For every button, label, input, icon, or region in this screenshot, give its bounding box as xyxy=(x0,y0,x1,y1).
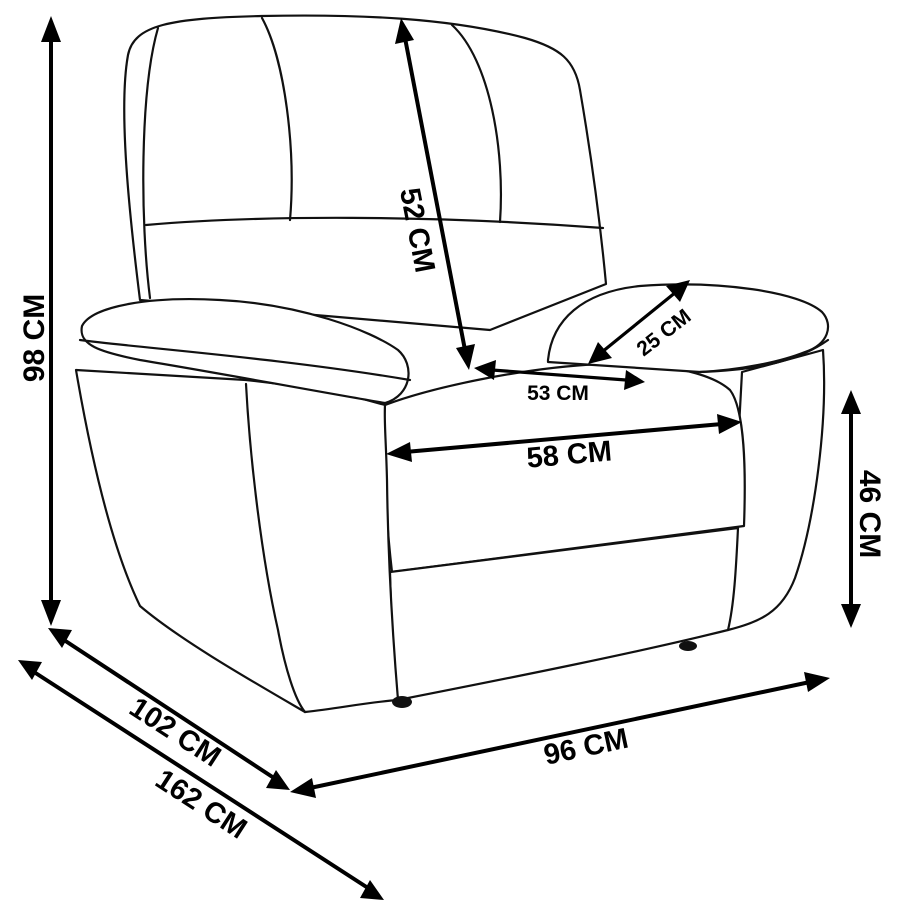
armchair-drawing xyxy=(74,14,830,714)
seat-depth-label: 53 CM xyxy=(527,382,589,405)
left-arm-front-edge xyxy=(244,382,307,714)
backrest-seam-left xyxy=(260,16,293,222)
left-foot xyxy=(392,696,412,708)
armrest-width-arrow xyxy=(588,280,690,364)
width-arrow xyxy=(290,672,830,798)
backrest-height-arrow xyxy=(395,18,475,370)
right-foot xyxy=(679,641,697,651)
seat-cushion xyxy=(382,362,746,574)
depth-arrow xyxy=(48,628,290,790)
seat-depth-arrow xyxy=(474,360,645,390)
dimension-arrows xyxy=(18,16,861,900)
total-height-label: 98 CM xyxy=(18,294,51,382)
backrest-seam-right xyxy=(450,23,503,224)
right-armrest-pad-seam xyxy=(698,338,830,374)
seat-width-arrow xyxy=(386,414,742,462)
seat-height-label: 46 CM xyxy=(853,470,886,558)
width-label: 96 CM xyxy=(541,723,631,772)
backrest xyxy=(123,14,608,332)
right-side-panel xyxy=(726,348,826,632)
left-armrest-pad-seam xyxy=(78,338,412,382)
left-armrest-pad xyxy=(80,298,410,405)
left-arm-body xyxy=(74,368,400,714)
seat-width-label: 58 CM xyxy=(525,435,613,474)
backrest-inner-left xyxy=(142,26,160,300)
right-armrest-pad xyxy=(546,283,830,374)
reclined-depth-arrow xyxy=(18,660,384,900)
seat-height-arrow xyxy=(841,390,861,628)
backrest-horizontal-seam xyxy=(144,216,605,230)
total-height-arrow xyxy=(41,16,61,626)
